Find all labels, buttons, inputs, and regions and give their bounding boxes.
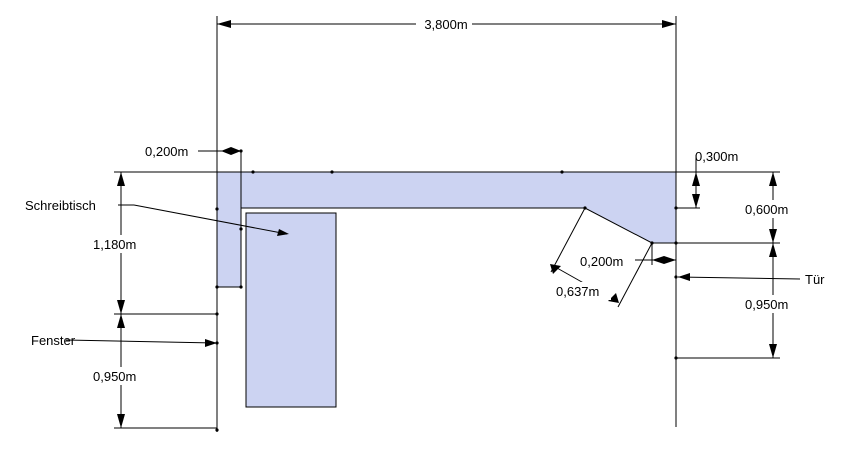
dimension-window-height-text: 0,950m xyxy=(93,369,136,384)
dimension-bottom-gap xyxy=(635,243,676,265)
dimension-diagonal-text: 0,637m xyxy=(556,284,599,299)
dimension-window-height xyxy=(92,314,217,429)
dimension-door-width xyxy=(676,243,800,359)
dimension-door-width-text: 0,950m xyxy=(745,297,788,312)
dimension-diagonal xyxy=(550,207,653,308)
dimension-bottom-gap-text: 0,200m xyxy=(580,254,623,269)
dimension-left-height-text: 1,180m xyxy=(93,237,136,252)
dimension-total-width-text: 3,800m xyxy=(424,17,467,32)
vertex-dots xyxy=(215,149,678,432)
label-desk: Schreibtisch xyxy=(25,198,96,213)
dimension-window-offset xyxy=(198,147,242,208)
label-door: Tür xyxy=(805,272,825,287)
dimension-total-width xyxy=(216,15,677,172)
dimension-left-height xyxy=(92,171,217,315)
leader-door xyxy=(677,273,801,281)
leader-desk xyxy=(118,204,289,236)
dimension-right-depth xyxy=(676,172,800,244)
dimension-right-offset-text: 0,300m xyxy=(695,149,738,164)
label-window: Fenster xyxy=(31,333,76,348)
desk-shape xyxy=(245,212,337,408)
leader-window xyxy=(65,339,217,347)
dimension-right-depth-text: 0,600m xyxy=(745,202,788,217)
dimension-window-offset-text: 0,200m xyxy=(145,144,188,159)
dimension-right-offset xyxy=(676,155,780,209)
